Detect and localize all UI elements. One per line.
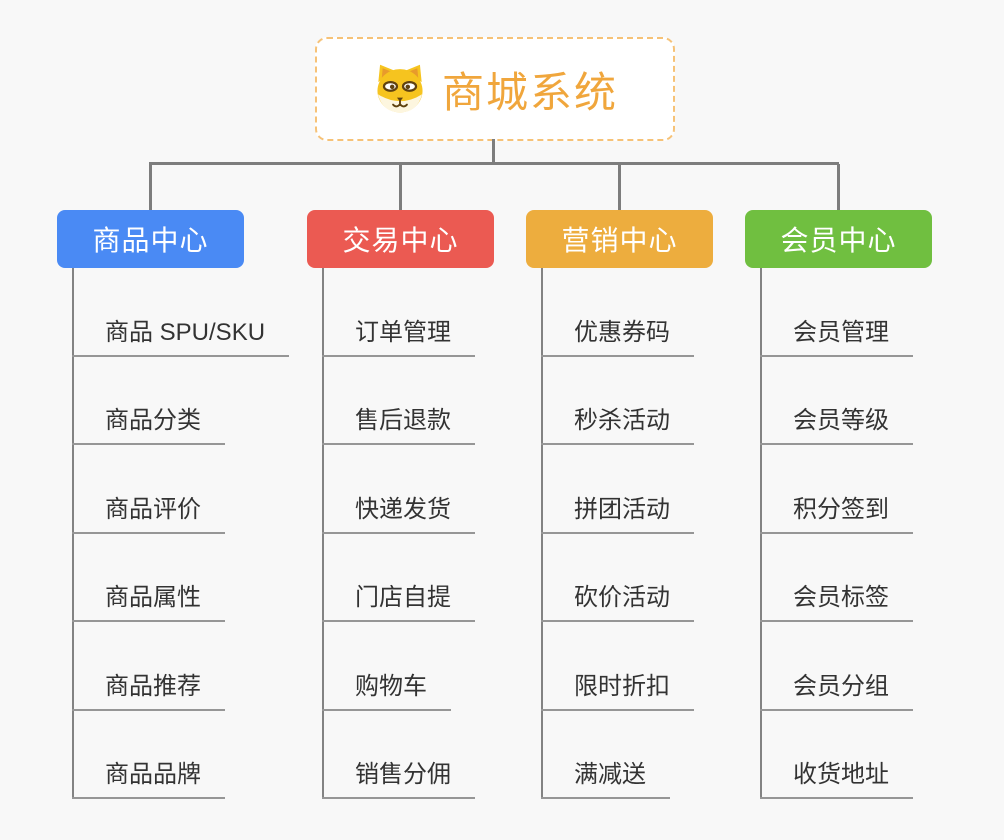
branch-spine-line — [541, 268, 543, 799]
mindmap-node-label: 会员标签 — [760, 584, 913, 622]
mindmap-node[interactable]: 销售分佣 — [307, 711, 475, 799]
mindmap-node[interactable]: 限时折扣 — [526, 622, 694, 711]
root-node-mall-system[interactable]: 商城系统 — [315, 37, 675, 141]
mindmap-node[interactable]: 商品品牌 — [57, 711, 289, 799]
branch-header[interactable]: 会员中心 — [745, 210, 932, 268]
mindmap-node[interactable]: 拼团活动 — [526, 445, 694, 534]
mindmap-node-label: 商品推荐 — [72, 673, 225, 711]
mindmap-node[interactable]: 门店自提 — [307, 534, 475, 622]
branch-drop-line — [618, 164, 621, 210]
mindmap-node[interactable]: 收货地址 — [745, 711, 913, 799]
mindmap-node-label: 商品品牌 — [72, 761, 225, 799]
mindmap-node-label: 拼团活动 — [541, 496, 694, 534]
branch-header[interactable]: 商品中心 — [57, 210, 244, 268]
mindmap-node[interactable]: 积分签到 — [745, 445, 913, 534]
mindmap-node[interactable]: 会员标签 — [745, 534, 913, 622]
branch-item-list: 订单管理售后退款快递发货门店自提购物车销售分佣 — [307, 268, 475, 799]
mindmap-node-label: 满减送 — [541, 761, 670, 799]
dog-face-icon — [377, 64, 423, 113]
branch-0: 商品中心商品 SPU/SKU 商品分类商品评价商品属性商品推荐商品品牌 — [57, 210, 307, 799]
branch-item-list: 会员管理会员等级积分签到会员标签会员分组收货地址 — [745, 268, 913, 799]
mindmap-node[interactable]: 会员等级 — [745, 357, 913, 445]
mindmap-node-label: 销售分佣 — [322, 761, 475, 799]
mindmap-node[interactable]: 商品推荐 — [57, 622, 289, 711]
mindmap-node-label: 砍价活动 — [541, 584, 694, 622]
mindmap-node[interactable]: 快递发货 — [307, 445, 475, 534]
mindmap-node[interactable]: 售后退款 — [307, 357, 475, 445]
mindmap-node[interactable]: 满减送 — [526, 711, 694, 799]
mindmap-node-label: 商品 SPU/SKU — [72, 319, 290, 357]
branch-rail-line — [149, 162, 839, 165]
mindmap-node-label: 快递发货 — [322, 496, 475, 534]
branch-item-list: 商品 SPU/SKU 商品分类商品评价商品属性商品推荐商品品牌 — [57, 268, 290, 799]
branch-drop-line — [149, 164, 152, 210]
mindmap-node-label: 会员等级 — [760, 407, 913, 445]
branch-spine-line — [322, 268, 324, 799]
mindmap-node-label: 购物车 — [322, 673, 451, 711]
mindmap-node-label: 商品属性 — [72, 584, 225, 622]
branch-1: 交易中心订单管理售后退款快递发货门店自提购物车销售分佣 — [307, 210, 557, 799]
mindmap-node-label: 限时折扣 — [541, 673, 694, 711]
branch-spine-line — [72, 268, 74, 799]
mindmap-node-label: 会员管理 — [760, 319, 913, 357]
mindmap-node[interactable]: 商品 SPU/SKU — [57, 268, 290, 357]
mindmap-node-label: 优惠券码 — [541, 319, 694, 357]
mindmap-node-label: 会员分组 — [760, 673, 913, 711]
mindmap-node-label: 商品分类 — [72, 407, 225, 445]
mindmap-node[interactable]: 秒杀活动 — [526, 357, 694, 445]
mindmap-node[interactable]: 商品分类 — [57, 357, 289, 445]
branch-2: 营销中心优惠券码秒杀活动拼团活动砍价活动限时折扣满减送 — [526, 210, 776, 799]
mindmap-node[interactable]: 砍价活动 — [526, 534, 694, 622]
mindmap-node-label: 订单管理 — [322, 319, 475, 357]
mindmap-node-label: 秒杀活动 — [541, 407, 694, 445]
mindmap-node[interactable]: 购物车 — [307, 622, 475, 711]
branch-drop-line — [399, 164, 402, 210]
mindmap-node[interactable]: 优惠券码 — [526, 268, 694, 357]
mindmap-node[interactable]: 商品评价 — [57, 445, 289, 534]
mindmap-node-label: 商品评价 — [72, 496, 225, 534]
root-stem-line — [492, 139, 495, 164]
branch-item-list: 优惠券码秒杀活动拼团活动砍价活动限时折扣满减送 — [526, 268, 694, 799]
branch-3: 会员中心会员管理会员等级积分签到会员标签会员分组收货地址 — [745, 210, 995, 799]
mindmap-node[interactable]: 商品属性 — [57, 534, 289, 622]
mindmap-node[interactable]: 会员管理 — [745, 268, 913, 357]
branch-header[interactable]: 营销中心 — [526, 210, 713, 268]
mindmap-node[interactable]: 订单管理 — [307, 268, 475, 357]
branch-drop-line — [837, 164, 840, 210]
mindmap-node-label: 售后退款 — [322, 407, 475, 445]
branch-spine-line — [760, 268, 762, 799]
root-title: 商城系统 — [441, 68, 618, 116]
mindmap-node-label: 门店自提 — [322, 584, 475, 622]
mindmap-node[interactable]: 会员分组 — [745, 622, 913, 711]
mindmap-node-label: 收货地址 — [760, 761, 913, 799]
branch-header[interactable]: 交易中心 — [307, 210, 494, 268]
mindmap-node-label: 积分签到 — [760, 496, 913, 534]
